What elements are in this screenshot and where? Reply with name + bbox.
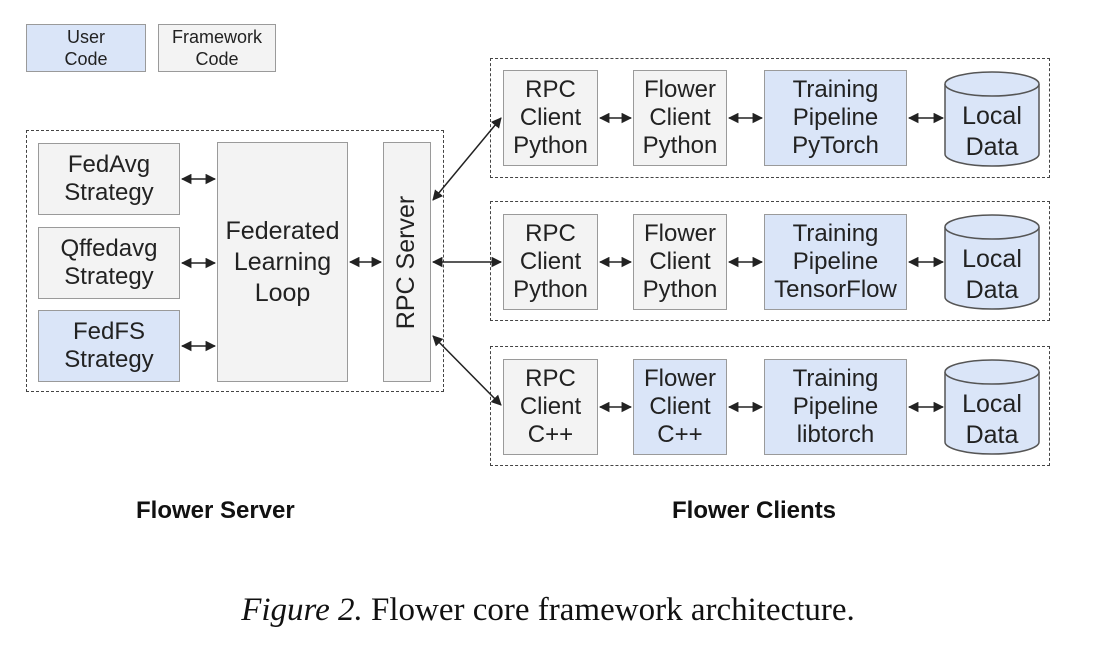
rpc-client-python-1: RPC Client Python [503, 70, 598, 166]
strategy-qffedavg: Qffedavg Strategy [38, 227, 180, 299]
training-pipeline-tensorflow: Training Pipeline TensorFlow [764, 214, 907, 310]
training-pipeline-libtorch: Training Pipeline libtorch [764, 359, 907, 455]
flower-client-python-1: Flower Client Python [633, 70, 727, 166]
database-icon-3 [944, 359, 1040, 455]
flower-client-python-2: Flower Client Python [633, 214, 727, 310]
arrow-rpc-client3 [432, 335, 502, 406]
clients-caption: Flower Clients [672, 497, 837, 524]
legend-user-code: User Code [26, 24, 146, 72]
client-group-3 [490, 346, 1050, 466]
figure-caption-label: Figure 2. [241, 592, 363, 628]
flower-client-cpp: Flower Client C++ [633, 359, 727, 455]
figure-caption-text: Flower core framework architecture. [362, 592, 855, 628]
database-icon-1 [944, 71, 1040, 167]
training-pipeline-pytorch: Training Pipeline PyTorch [764, 70, 907, 166]
database-icon-2 [944, 214, 1040, 310]
server-caption: Flower Server [136, 497, 295, 524]
strategy-fedfs: FedFS Strategy [38, 310, 180, 382]
strategy-fedavg: FedAvg Strategy [38, 143, 180, 215]
rpc-client-cpp: RPC Client C++ [503, 359, 598, 455]
figure-caption: Figure 2. Flower core framework architec… [0, 592, 1096, 629]
federated-learning-loop: Federated Learning Loop [217, 142, 348, 382]
local-data-3: Local Data [962, 390, 1022, 449]
legend-framework-code: Framework Code [158, 24, 276, 72]
rpc-client-python-2: RPC Client Python [503, 214, 598, 310]
local-data-1: Local Data [962, 102, 1022, 161]
arrow-rpc-client1 [432, 117, 502, 201]
rpc-server: RPC Server [383, 142, 431, 382]
local-data-2: Local Data [962, 245, 1022, 304]
